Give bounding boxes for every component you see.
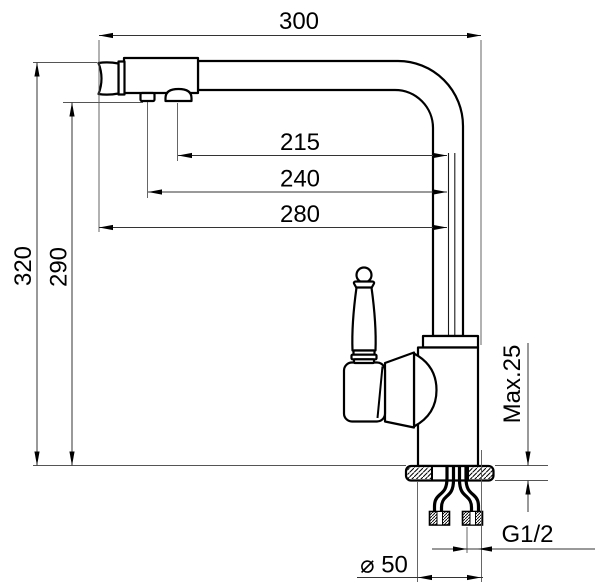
dim-215-label: 215 — [280, 129, 320, 156]
mounting-plate-hatch-right — [468, 467, 493, 479]
aerator-tip — [97, 61, 120, 96]
handle-seam — [376, 366, 384, 419]
body-collar — [421, 334, 480, 349]
mounting-plate-hatch-left — [407, 467, 432, 479]
dim-215: 215 — [178, 129, 447, 159]
dim-320-label: 320 — [10, 246, 37, 286]
handle-boss — [412, 352, 438, 428]
dim-diameter-label: ⌀ 50 — [360, 552, 408, 579]
dim-320: 320 — [10, 62, 40, 466]
hose-nut-right — [461, 510, 484, 526]
lever-shaft — [351, 286, 377, 352]
supply-hose-right — [457, 466, 481, 512]
dim-thread: G1/2 — [432, 521, 595, 552]
lever-knob — [355, 266, 373, 284]
dome-outlet — [164, 87, 193, 103]
dim-max25: Max.25 — [499, 343, 531, 512]
dim-290-label: 290 — [46, 247, 73, 287]
dim-300-label: 300 — [279, 8, 319, 35]
dim-300: 300 — [99, 8, 481, 39]
handle-collar — [383, 351, 416, 429]
spout-head — [122, 56, 200, 95]
spray-outlet — [139, 91, 156, 103]
lever-flare — [352, 280, 376, 290]
lever-ring-bottom — [352, 358, 376, 365]
dim-280-label: 280 — [280, 201, 320, 228]
dim-240-label: 240 — [280, 166, 320, 193]
faucet-outline — [97, 56, 495, 526]
hose-nut-left — [428, 510, 451, 526]
dim-thread-label: G1/2 — [501, 521, 553, 548]
dim-280: 280 — [99, 201, 447, 231]
dim-diameter: ⌀ 50 — [357, 552, 483, 581]
supply-hose-left — [432, 466, 456, 512]
dimension-annotations: 300 215 240 280 320 — [10, 8, 595, 582]
dim-290: 290 — [46, 102, 75, 466]
dim-240: 240 — [148, 166, 447, 195]
dim-max25-label: Max.25 — [499, 345, 526, 424]
spout-pipe — [196, 59, 465, 338]
